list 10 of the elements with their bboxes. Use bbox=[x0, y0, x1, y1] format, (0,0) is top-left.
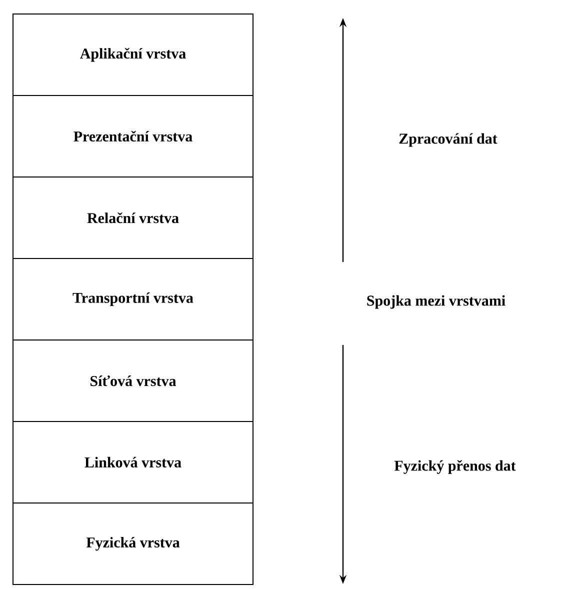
layer-box: Aplikační vrstva bbox=[12, 14, 254, 96]
side-label: Spojka mezi vrstvami bbox=[367, 295, 506, 309]
layer-box: Transportní vrstva bbox=[12, 258, 254, 340]
side-label: Fyzický přenos dat bbox=[394, 460, 516, 474]
side-label: Zpracování dat bbox=[399, 133, 498, 147]
layer-box: Fyzická vrstva bbox=[12, 502, 254, 586]
layer-box: Síťová vrstva bbox=[12, 340, 254, 422]
layer-box: Linková vrstva bbox=[12, 420, 254, 504]
layer-box: Prezentační vrstva bbox=[12, 94, 254, 178]
layer-box: Relační vrstva bbox=[12, 176, 254, 260]
